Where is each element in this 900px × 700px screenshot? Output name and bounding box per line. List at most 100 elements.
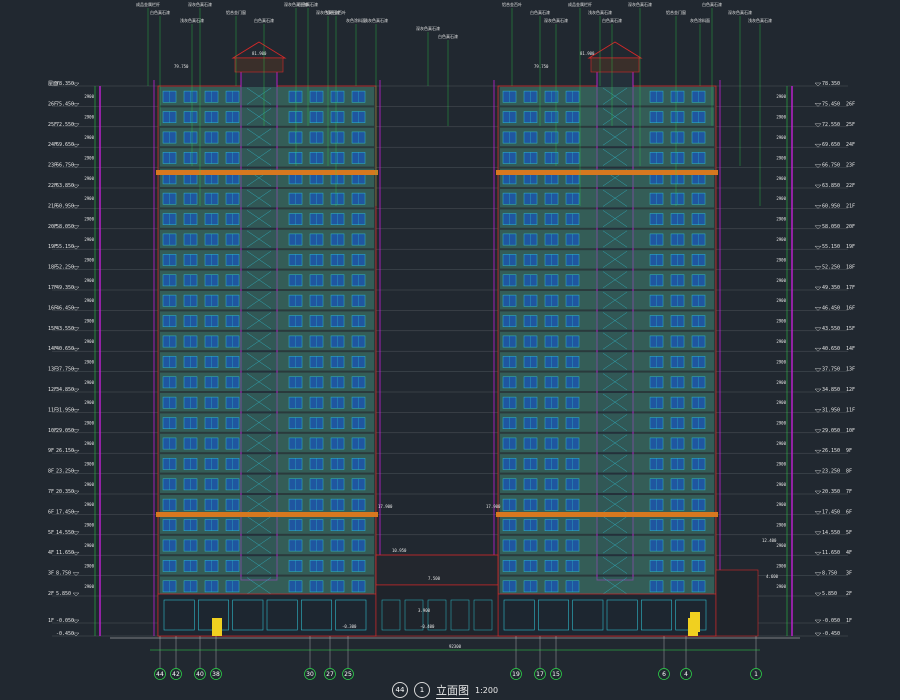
axis-bubble-label: 1 bbox=[754, 671, 758, 678]
story-height: 2900 bbox=[776, 115, 786, 120]
level-floor-label: 22F bbox=[48, 183, 57, 189]
tower-right bbox=[493, 41, 721, 637]
level-floor-label: 1F bbox=[846, 618, 852, 624]
level-floor-label: 17F bbox=[846, 285, 855, 291]
story-height: 2900 bbox=[776, 278, 786, 283]
level-marker bbox=[814, 184, 822, 189]
level-marker bbox=[814, 450, 822, 454]
core-brace bbox=[602, 434, 628, 452]
story-height: 2900 bbox=[776, 257, 786, 262]
level-elevation: 52.250 bbox=[822, 265, 840, 271]
core-brace bbox=[246, 475, 272, 493]
core-brace bbox=[602, 455, 628, 472]
story-height: 2900 bbox=[776, 135, 786, 140]
callout-label: 成品金属栏杆 bbox=[136, 1, 160, 7]
callout-label: 深灰色真石漆 bbox=[544, 17, 568, 23]
storefront-bay bbox=[641, 599, 672, 631]
level-elevation: -0.450 bbox=[56, 631, 74, 637]
level-elevation: 49.350 bbox=[56, 285, 74, 291]
axis-bubble bbox=[170, 668, 182, 680]
level-floor-label: 21F bbox=[48, 203, 57, 209]
core-brace bbox=[246, 455, 272, 472]
storefront-bay bbox=[163, 599, 195, 631]
level-marker bbox=[814, 103, 822, 107]
level-marker bbox=[72, 552, 80, 556]
story-height: 2900 bbox=[776, 400, 786, 405]
overall-dimension-value: 92300 bbox=[449, 644, 462, 649]
level-elevation: -0.050 bbox=[822, 618, 840, 624]
callout-label: 白色真石漆 bbox=[530, 9, 550, 15]
level-elevation: 34.850 bbox=[56, 387, 74, 393]
axis-bubble bbox=[750, 668, 762, 680]
level-elevation: 55.150 bbox=[56, 244, 74, 250]
axis-bubble bbox=[210, 668, 222, 680]
side-step-level-b: 4.600 bbox=[766, 574, 779, 579]
level-elevation: 26.150 bbox=[822, 448, 840, 454]
axis-bubble-label: 30 bbox=[306, 671, 314, 678]
level-elevation: 43.550 bbox=[822, 326, 840, 332]
storefront-bay bbox=[572, 599, 604, 631]
story-height: 2900 bbox=[84, 155, 94, 160]
story-height: 2900 bbox=[84, 461, 94, 466]
story-height: 2900 bbox=[776, 176, 786, 181]
story-height: 2900 bbox=[776, 319, 786, 324]
roof-level-left: 81.900 bbox=[252, 51, 267, 56]
level-marker bbox=[814, 632, 822, 637]
callout-label: 灰色涂料面 bbox=[690, 17, 710, 23]
level-floor-label: 25F bbox=[846, 122, 855, 128]
callout-label: 铝合金百叶 bbox=[326, 9, 346, 15]
story-height: 2900 bbox=[776, 380, 786, 385]
level-marker bbox=[72, 205, 80, 209]
story-height: 2900 bbox=[776, 339, 786, 344]
level-marker bbox=[72, 225, 80, 230]
callout-label: 深灰色真石漆 bbox=[188, 1, 212, 7]
level-elevation: 20.350 bbox=[56, 489, 74, 495]
axis-bubble bbox=[658, 668, 670, 680]
level-marker bbox=[72, 592, 80, 597]
core-brace bbox=[246, 516, 272, 533]
level-marker bbox=[814, 592, 822, 597]
level-marker bbox=[72, 388, 80, 393]
level-marker bbox=[72, 286, 80, 291]
core-brace bbox=[602, 108, 628, 125]
story-height: 2900 bbox=[84, 115, 94, 120]
level-floor-label: 9F bbox=[48, 448, 54, 454]
link-bay bbox=[450, 599, 470, 631]
callout-label: 白色真石漆 bbox=[438, 33, 458, 39]
level-marker bbox=[72, 490, 80, 495]
core-brace bbox=[602, 128, 628, 146]
story-height: 2900 bbox=[776, 502, 786, 507]
axis-bubble-label: 40 bbox=[196, 671, 204, 678]
core-brace bbox=[246, 414, 272, 431]
story-height: 2900 bbox=[84, 543, 94, 548]
annex-door bbox=[690, 612, 700, 632]
podium-corner-level: 12.400 bbox=[762, 538, 777, 543]
callout-label: 灰色涂料面 bbox=[346, 17, 366, 23]
level-elevation: 8.750 bbox=[822, 571, 837, 577]
axis-bubble bbox=[510, 668, 522, 680]
core-brace bbox=[602, 189, 628, 207]
axis-bubble bbox=[154, 668, 166, 680]
story-height: 2900 bbox=[84, 319, 94, 324]
level-floor-label: 9F bbox=[846, 448, 852, 454]
level-floor-label: 22F bbox=[846, 183, 855, 189]
level-elevation: -0.450 bbox=[822, 631, 840, 637]
story-height: 2900 bbox=[84, 298, 94, 303]
level-elevation: 43.550 bbox=[56, 326, 74, 332]
core-brace bbox=[246, 577, 272, 595]
level-marker bbox=[72, 245, 80, 250]
level-marker bbox=[814, 266, 822, 270]
level-elevation: 75.450 bbox=[822, 101, 840, 107]
level-floor-label: 14F bbox=[846, 346, 855, 352]
level-floor-label: 3F bbox=[846, 571, 852, 577]
level-floor-label: 21F bbox=[846, 203, 855, 209]
level-marker bbox=[72, 123, 80, 128]
roof-machine-room bbox=[590, 57, 640, 73]
belt-slab bbox=[156, 170, 378, 175]
axis-bubble-label: 4 bbox=[684, 671, 688, 678]
level-elevation: 29.050 bbox=[822, 428, 840, 434]
level-floor-label: 19F bbox=[846, 244, 855, 250]
level-elevation: 11.650 bbox=[822, 550, 840, 556]
core-brace bbox=[246, 230, 272, 248]
